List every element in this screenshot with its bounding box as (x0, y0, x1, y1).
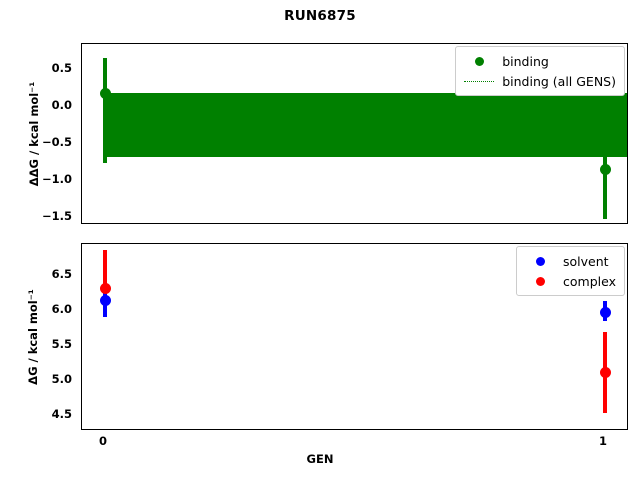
ytick-bottom-2 (81, 345, 82, 347)
binding-marker-gen1 (599, 163, 611, 175)
xlabel-gen: GEN (306, 452, 334, 466)
axes-absolute: solvent complex (81, 243, 628, 430)
ytick-bottom-0 (81, 275, 82, 277)
complex-dot-icon (523, 276, 557, 286)
ytick-top-4 (81, 217, 82, 219)
xtick-bottom-0 (104, 429, 106, 430)
ytick-label-bottom-0: 6.5 (51, 266, 72, 281)
legend-label-binding: binding (502, 53, 549, 69)
complex-marker-gen0 (99, 282, 111, 294)
ytick-top-0 (81, 69, 82, 71)
solvent-dot-icon (523, 256, 557, 266)
ytick-label-top-4: −1.5 (41, 208, 72, 223)
xtick-label-0: 0 (98, 434, 107, 448)
legend-item-binding-all-gens[interactable]: binding (all GENS) (462, 71, 616, 91)
ytick-top-2 (81, 143, 82, 145)
solvent-marker-gen1 (599, 307, 611, 318)
ytick-label-top-0: 0.5 (51, 60, 72, 75)
ytick-label-bottom-4: 4.5 (51, 406, 72, 421)
binding-errorbar-gen0 (103, 58, 107, 163)
legend-absolute[interactable]: solvent complex (516, 246, 625, 296)
legend-item-solvent[interactable]: solvent (523, 251, 616, 271)
ytick-label-bottom-2: 5.5 (51, 336, 72, 351)
legend-item-complex[interactable]: complex (523, 271, 616, 291)
ylabel-binding: ΔΔG / kcal mol⁻¹ (27, 81, 41, 186)
dotted-line-icon (462, 80, 496, 82)
ytick-label-top-2: −0.5 (41, 134, 72, 149)
legend-binding[interactable]: binding binding (all GENS) (455, 46, 625, 96)
legend-label-binding-all-gens: binding (all GENS) (502, 73, 616, 89)
legend-label-complex: complex (563, 273, 616, 289)
ytick-bottom-1 (81, 310, 82, 312)
ytick-top-3 (81, 180, 82, 182)
xtick-bottom-1 (604, 429, 606, 430)
solvent-marker-gen0 (99, 295, 111, 306)
xtick-top-1 (604, 223, 606, 224)
complex-marker-gen1 (599, 366, 611, 378)
binding-all-gens-mean-line (105, 125, 627, 127)
legend-item-binding[interactable]: binding (462, 51, 616, 71)
binding-dot-icon (462, 56, 496, 66)
xtick-top-0 (104, 223, 106, 224)
ytick-label-top-3: −1.0 (41, 171, 72, 186)
ytick-bottom-3 (81, 380, 82, 382)
xtick-label-1: 1 (598, 434, 607, 448)
ytick-label-bottom-1: 6.0 (51, 301, 72, 316)
binding-errorbar-gen1 (603, 93, 607, 219)
ytick-bottom-4 (81, 415, 82, 417)
ytick-label-bottom-3: 5.0 (51, 371, 72, 386)
legend-label-solvent: solvent (563, 253, 609, 269)
ytick-label-top-1: 0.0 (51, 97, 72, 112)
ylabel-absolute: ΔG / kcal mol⁻¹ (26, 288, 40, 385)
binding-marker-gen0 (99, 87, 111, 99)
ytick-top-1 (81, 106, 82, 108)
axes-binding: binding binding (all GENS) (81, 43, 628, 224)
figure-title: RUN6875 (284, 8, 356, 24)
